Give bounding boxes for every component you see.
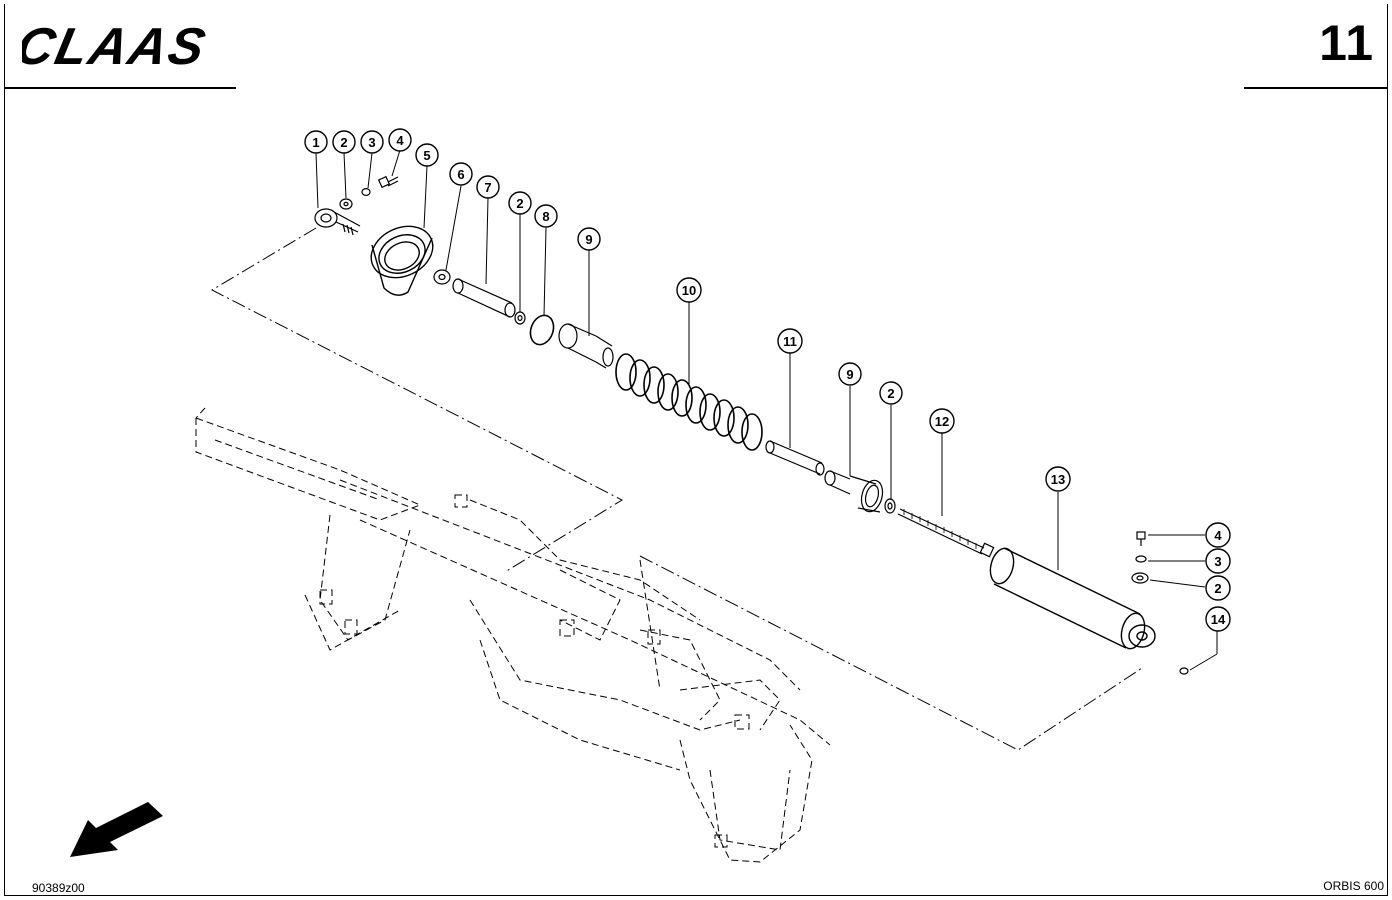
callout-6: 6 [449,162,473,186]
brand-logo-text: CLAAS [22,22,212,70]
assembly-guide-lines [210,227,1143,751]
drawing-number: 90389z00 [32,881,85,895]
callout-3b: 3 [1205,548,1231,574]
svg-text:2: 2 [516,196,523,211]
part-10-spring [615,353,763,451]
brand-logo: CLAAS [22,22,212,70]
svg-text:2: 2 [1214,581,1221,596]
callout-1: 1 [304,130,328,154]
svg-text:3: 3 [1214,554,1221,569]
part-5-cone-housing [370,225,434,296]
part-8-circlip [529,314,555,346]
callout-14: 14 [1205,606,1231,632]
callout-2d: 2 [1205,575,1231,601]
svg-text:1: 1 [312,135,319,150]
part-3-lock-washer-right [1135,555,1147,563]
part-14-grease-nipple [1179,667,1189,675]
callout-12: 12 [929,408,955,434]
svg-text:12: 12 [935,414,949,429]
callout-9: 9 [577,227,601,251]
part-9-spring-seat-lower [824,470,884,513]
chassis-frame [195,407,831,863]
callout-3: 3 [360,130,384,154]
svg-text:2: 2 [340,135,347,150]
part-2-washer-right [1131,572,1149,584]
part-7-sleeve [452,278,516,318]
callout-11: 11 [777,328,803,354]
callout-4b: 4 [1205,522,1231,548]
svg-text:9: 9 [585,232,592,247]
callout-4: 4 [388,128,412,152]
part-1-rod-end [314,208,361,236]
svg-text:4: 4 [1214,528,1222,543]
part-4-bolt-right [1136,531,1146,546]
callout-7: 7 [476,175,500,199]
part-12-threaded-rod [897,508,995,558]
orientation-arrow-icon [70,802,163,857]
callout-leaders [315,149,1218,671]
page-frame [4,4,1388,896]
svg-text:7: 7 [484,180,491,195]
model-name: ORBIS 600 [1323,879,1384,893]
callout-10: 10 [676,277,702,303]
callout-2: 2 [332,130,356,154]
part-9-spring-seat-upper [558,323,614,369]
callout-13: 13 [1045,466,1071,492]
header-rule-right [1244,87,1388,89]
svg-text:14: 14 [1211,612,1226,627]
svg-text:10: 10 [682,283,696,298]
part-11-pin [765,440,825,476]
page-number: 11 [1319,15,1374,71]
callout-2c: 2 [879,381,903,405]
part-13-cylinder [989,547,1156,650]
svg-text:4: 4 [396,133,404,148]
part-2-washer-lower [884,498,896,514]
part-2-washer-mid [514,311,526,325]
svg-text:11: 11 [783,334,797,349]
svg-text:13: 13 [1051,472,1065,487]
callouts: 1 2 3 4 5 6 7 2 8 9 10 11 9 2 12 13 4 3 … [304,128,1231,632]
callout-2b: 2 [508,191,532,215]
callout-8: 8 [534,204,558,228]
svg-text:9: 9 [846,367,853,382]
svg-text:5: 5 [423,148,430,163]
svg-text:8: 8 [542,209,549,224]
part-6-nut [433,269,451,285]
svg-text:3: 3 [368,135,375,150]
svg-text:6: 6 [457,167,464,182]
svg-text:2: 2 [887,386,894,401]
callout-5: 5 [415,143,439,167]
header-rule-left [4,87,236,89]
part-2-washer-top [339,198,353,210]
callout-9b: 9 [838,362,862,386]
part-3-lock-washer-top [361,188,371,197]
part-4-bolt-top [377,175,399,189]
